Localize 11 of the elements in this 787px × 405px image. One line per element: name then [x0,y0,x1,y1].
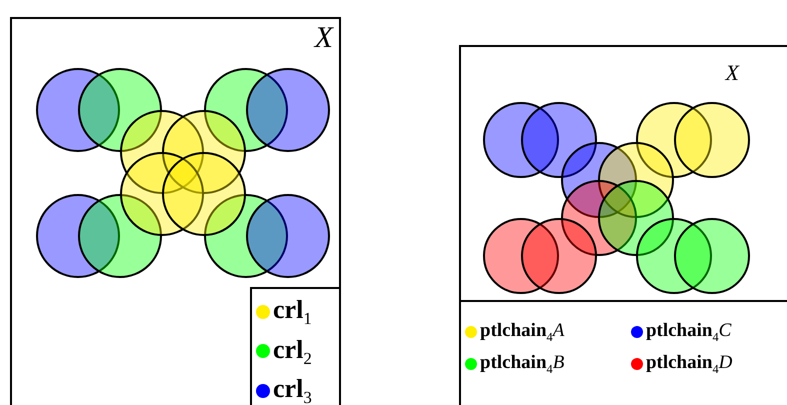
set-panel [10,17,341,405]
set-panel [459,45,787,405]
legend-label: ptlchain$_{4}$B [480,352,564,376]
set-label: X [314,23,333,53]
legend-label: ptlchain$_{4}$D [646,352,732,376]
legend-label: ptlchain$_{4}$C [646,320,732,344]
legend-label: ptlchain$_{4}$A [480,320,564,344]
legend-label: crl$_{2}$ [273,334,312,368]
legend-label: crl$_{1}$ [273,295,312,329]
set-label: X [726,62,739,84]
legend-label: crl$_{3}$ [273,374,312,405]
